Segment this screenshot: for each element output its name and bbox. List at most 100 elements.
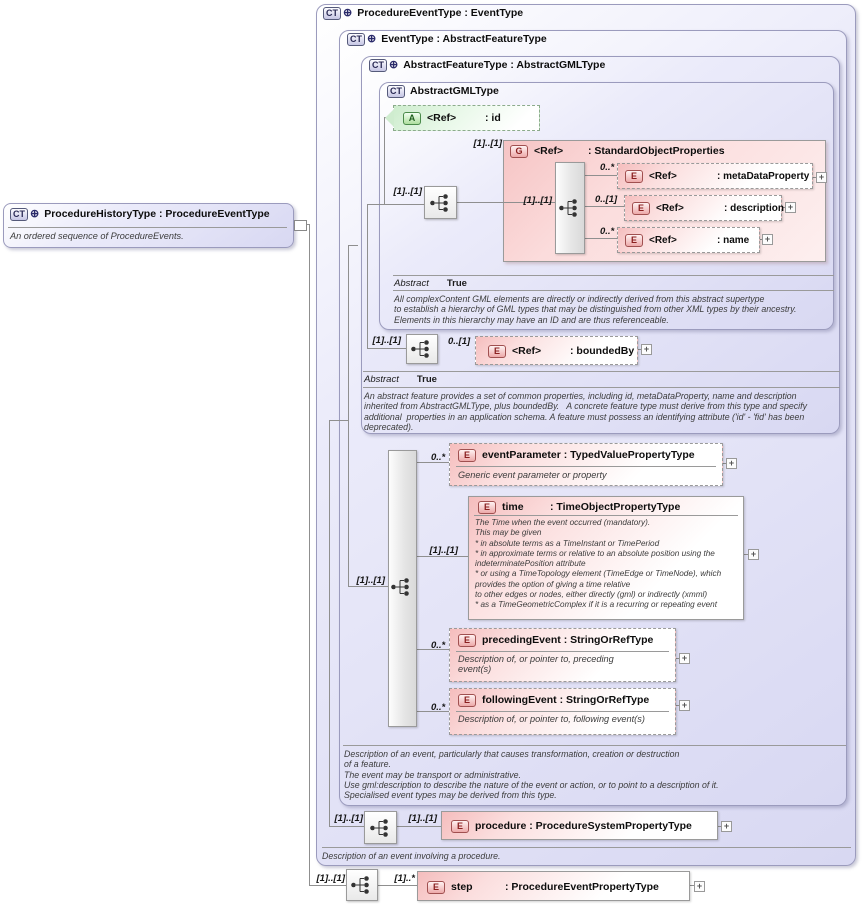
divider bbox=[363, 371, 840, 372]
expand-icon[interactable]: + bbox=[816, 172, 827, 183]
header-standardobjectproperties: G <Ref> : StandardObjectProperties bbox=[510, 144, 725, 158]
element-step[interactable]: E step : ProcedureEventPropertyType bbox=[417, 871, 690, 901]
expand-icon[interactable]: + bbox=[748, 549, 759, 560]
header-abstractfeaturetype: CT⊕ AbstractFeatureType : AbstractGMLTyp… bbox=[369, 58, 605, 72]
plus-circle-icon: ⊕ bbox=[30, 207, 40, 220]
element-annotation: The Time when the event occurred (mandat… bbox=[475, 518, 722, 610]
sequence-icon[interactable] bbox=[558, 198, 582, 218]
element-type: : name bbox=[717, 234, 750, 246]
cardinality-label: 0..[1] bbox=[448, 336, 471, 347]
header-procedurehistorytype: CT⊕ ProcedureHistoryType : ProcedureEven… bbox=[10, 207, 270, 221]
expand-icon[interactable]: + bbox=[679, 700, 690, 711]
element-boundedby[interactable]: E <Ref> : boundedBy bbox=[475, 336, 638, 365]
divider bbox=[456, 651, 669, 652]
connector-line bbox=[782, 207, 786, 208]
attribute-id[interactable]: A <Ref> : id bbox=[393, 105, 540, 131]
element-metadataproperty[interactable]: E <Ref> : metaDataProperty bbox=[617, 163, 813, 189]
expand-icon[interactable]: + bbox=[762, 234, 773, 245]
connector-line bbox=[676, 705, 680, 706]
element-icon: E bbox=[625, 233, 643, 247]
connector-line bbox=[417, 711, 449, 712]
cardinality-label: 0..* bbox=[600, 162, 615, 173]
cardinality-label: [1]..[1] bbox=[334, 813, 364, 824]
connector-line bbox=[329, 420, 348, 421]
expand-icon[interactable]: + bbox=[721, 821, 732, 832]
cardinality-label: [1]..[1] bbox=[523, 195, 553, 206]
element-annotation: Description of, or pointer to, preceding… bbox=[458, 654, 614, 675]
complextype-icon: CT bbox=[323, 6, 341, 20]
connector-line bbox=[690, 885, 694, 886]
element-icon: E bbox=[625, 169, 643, 183]
element-icon: E bbox=[427, 880, 445, 894]
attribute-type: : id bbox=[485, 112, 501, 124]
box-title: ProcedureEventType : EventType bbox=[357, 7, 524, 19]
divider bbox=[322, 847, 851, 848]
box-title: AbstractFeatureType : AbstractGMLType bbox=[403, 59, 606, 71]
element-title: followingEvent : StringOrRefType bbox=[482, 694, 650, 706]
connector-line bbox=[676, 658, 680, 659]
connector-line bbox=[396, 826, 441, 827]
attribute-ref: <Ref> bbox=[427, 112, 457, 124]
connector-line bbox=[638, 349, 642, 350]
complextype-icon: CT bbox=[387, 84, 405, 98]
element-ref: <Ref> bbox=[649, 234, 677, 246]
connector-line bbox=[384, 117, 385, 205]
cardinality-label: 0..* bbox=[431, 702, 446, 713]
element-name[interactable]: E <Ref> : name bbox=[617, 227, 760, 253]
sequence-icon[interactable] bbox=[390, 577, 414, 597]
connector-line bbox=[329, 826, 364, 827]
element-description[interactable]: E <Ref> : description bbox=[624, 195, 784, 221]
expand-icon[interactable]: + bbox=[641, 344, 652, 355]
element-followingevent[interactable]: E followingEvent : StringOrRefType Descr… bbox=[449, 688, 676, 735]
box-title: EventType : AbstractFeatureType bbox=[381, 33, 547, 45]
connector-line bbox=[813, 177, 817, 178]
cardinality-label: 0..* bbox=[431, 640, 446, 651]
element-type: : boundedBy bbox=[570, 345, 635, 357]
header-abstractgmltype: CT AbstractGMLType bbox=[387, 84, 499, 98]
connector-line bbox=[718, 826, 722, 827]
element-type: : ProcedureEventPropertyType bbox=[505, 881, 659, 893]
sequence-icon[interactable] bbox=[346, 869, 378, 901]
header-eventtype: CT⊕ EventType : AbstractFeatureType bbox=[347, 32, 547, 46]
sequence-icon[interactable] bbox=[364, 811, 397, 844]
connector-line bbox=[367, 348, 406, 349]
element-name-label: time bbox=[502, 501, 524, 513]
divider bbox=[393, 275, 834, 276]
expand-icon[interactable]: + bbox=[726, 458, 737, 469]
divider bbox=[393, 290, 834, 291]
connector-line bbox=[417, 556, 468, 557]
cardinality-label: 0..* bbox=[431, 452, 446, 463]
collapse-handle[interactable] bbox=[294, 220, 307, 231]
connector-line bbox=[309, 885, 346, 886]
connector-line bbox=[305, 224, 310, 225]
group-icon: G bbox=[510, 144, 528, 158]
cardinality-label: [1]..[1] bbox=[316, 873, 346, 884]
element-icon: E bbox=[632, 201, 650, 215]
connector-line bbox=[348, 245, 349, 587]
element-time[interactable]: E time : TimeObjectPropertyType The Time… bbox=[468, 496, 744, 620]
connector-line bbox=[585, 206, 624, 207]
element-eventparameter[interactable]: E eventParameter : TypedValuePropertyTyp… bbox=[449, 443, 723, 486]
element-procedure[interactable]: E procedure : ProcedureSystemPropertyTyp… bbox=[441, 811, 718, 840]
connector-line bbox=[723, 463, 727, 464]
connector-line bbox=[348, 586, 388, 587]
divider bbox=[456, 711, 669, 712]
cardinality-label: [1]..[1] bbox=[473, 138, 503, 149]
sequence-icon[interactable] bbox=[406, 334, 438, 364]
cardinality-label: 0..* bbox=[600, 226, 615, 237]
box-title: ProcedureHistoryType : ProcedureEventTyp… bbox=[44, 208, 270, 220]
expand-icon[interactable]: + bbox=[694, 881, 705, 892]
connector-line bbox=[367, 204, 368, 349]
root-box-procedurehistorytype[interactable] bbox=[3, 203, 294, 248]
expand-icon[interactable]: + bbox=[785, 202, 796, 213]
element-title: procedure : ProcedureSystemPropertyType bbox=[475, 820, 692, 832]
group-type: : StandardObjectProperties bbox=[588, 145, 725, 157]
connector-line bbox=[378, 885, 417, 886]
header-procedureeventtype: CT⊕ ProcedureEventType : EventType bbox=[323, 6, 523, 20]
element-precedingevent[interactable]: E precedingEvent : StringOrRefType Descr… bbox=[449, 628, 676, 682]
cardinality-label: [1]..[1] bbox=[356, 575, 386, 586]
element-icon: E bbox=[458, 448, 476, 462]
expand-icon[interactable]: + bbox=[679, 653, 690, 664]
sequence-icon[interactable] bbox=[424, 186, 457, 219]
